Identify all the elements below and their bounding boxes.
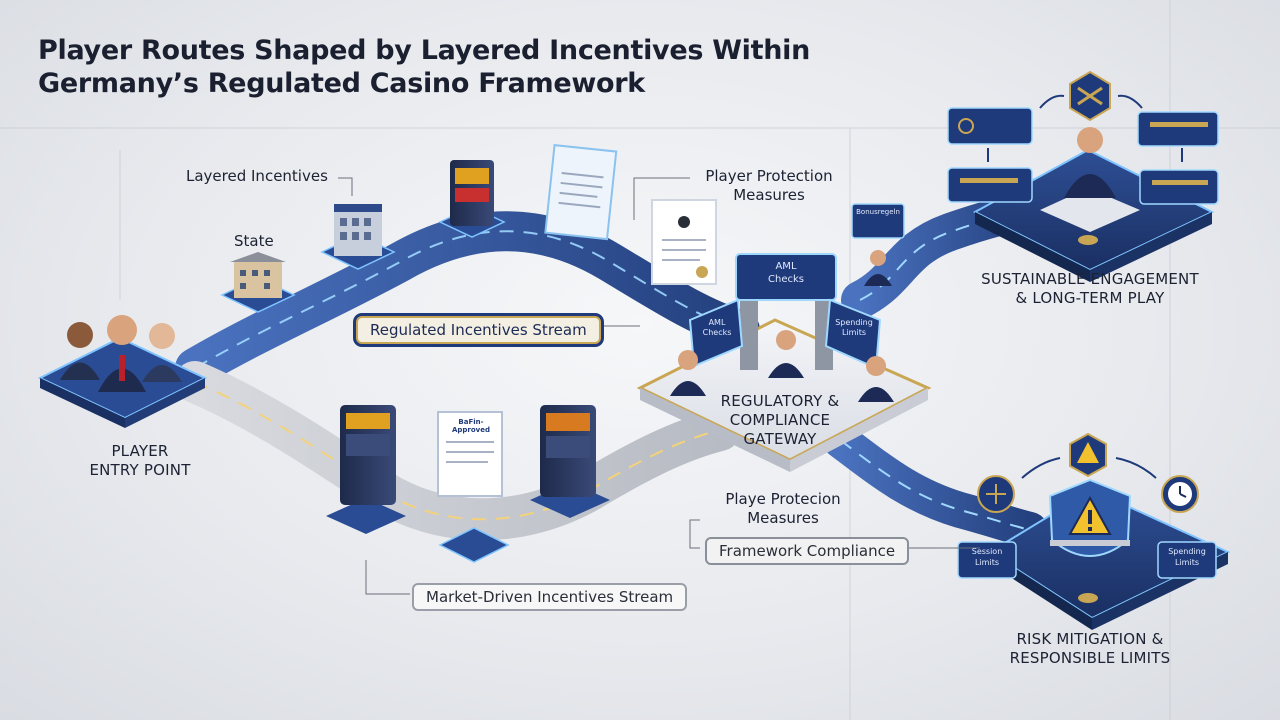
risk-line-1: RISK MITIGATION &	[1016, 630, 1164, 648]
risk-right-line-1: Spending	[1168, 547, 1206, 556]
label-sustainable-engagement: SUSTAINABLE ENGAGEMENT & LONG-TERM PLAY	[960, 270, 1220, 308]
sustainable-line-2: & LONG-TERM PLAY	[1015, 289, 1165, 307]
gateway-platform	[636, 253, 932, 472]
pill-framework-compliance: Framework Compliance	[705, 537, 910, 565]
gateway-sign-line-2: Checks	[768, 274, 804, 285]
label-gateway: REGULATORY & COMPLIANCE GATEWAY	[700, 392, 860, 449]
market-road	[174, 361, 741, 541]
cycle-arrows-bottom	[1021, 457, 1157, 479]
shield-warning-icon	[1048, 478, 1132, 557]
pill-regulated-stream: Regulated Incentives Stream	[356, 316, 601, 344]
certificate-icon-right	[651, 199, 717, 285]
risk-left-line-1: Session	[971, 547, 1003, 556]
player-entry-line-2: ENTRY POINT	[89, 461, 191, 479]
left-panel-sign: AML Checks	[696, 318, 738, 338]
risk-cards	[957, 541, 1217, 579]
risk-left-card: Session Limits	[958, 546, 1016, 568]
playe-protecion-line-1: Playe Protecion	[725, 490, 841, 508]
gateway-sign: AML Checks	[742, 260, 830, 286]
gateway-line-1: REGULATORY &	[720, 392, 840, 410]
slot-machine-icon-top	[438, 160, 506, 238]
gateway-sign-line-1: AML	[775, 261, 797, 272]
label-player-protection: Player Protection Measures	[694, 167, 844, 205]
label-state: State	[234, 232, 274, 250]
pill-market-stream: Market-Driven Incentives Stream	[412, 583, 688, 611]
label-player-entry-point: PLAYER ENTRY POINT	[60, 442, 220, 480]
risk-line-2: RESPONSIBLE LIMITS	[1009, 649, 1171, 667]
page-title: Player Routes Shaped by Layered Incentiv…	[38, 34, 818, 100]
gateway-line-2: COMPLIANCE	[729, 411, 831, 429]
slot-machine-icon-lower-left	[326, 405, 406, 534]
scales-icon	[1069, 70, 1111, 122]
title-line-2: Germany’s Regulated Casino Framework	[38, 68, 645, 99]
playe-protecion-line-2: Measures	[747, 509, 819, 527]
title-line-1: Player Routes Shaped by Layered Incentiv…	[38, 35, 811, 66]
gateway-line-3: GATEWAY	[743, 430, 817, 448]
left-panel-line-1: AML	[708, 318, 726, 327]
office-building-icon	[320, 204, 396, 270]
right-panel-line-2: Limits	[842, 328, 866, 337]
certificate-icon-top	[544, 143, 618, 241]
warning-icon	[1069, 432, 1107, 478]
state-building-icon	[220, 252, 296, 313]
label-risk-mitigation: RISK MITIGATION & RESPONSIBLE LIMITS	[990, 630, 1190, 668]
label-leaders	[338, 177, 980, 595]
left-panel-line-2: Checks	[702, 328, 732, 337]
player-entry-platform	[37, 315, 208, 428]
sustainable-platform	[972, 127, 1215, 282]
player-protection-line-1: Player Protection	[705, 167, 833, 185]
right-panel-sign: Spending Limits	[832, 318, 876, 338]
bonus-sign-text: Bonusregeln	[856, 208, 900, 216]
risk-right-card: Spending Limits	[1158, 546, 1216, 568]
approval-card-title: BaFin-Approved	[451, 418, 491, 434]
slot-machine-icon-lower-right	[530, 405, 610, 518]
player-figures	[60, 315, 182, 392]
info-cards-top	[947, 107, 1219, 205]
clock-icon	[1161, 475, 1199, 513]
label-playe-protecion: Playe Protecion Measures	[708, 490, 858, 528]
right-panel-line-1: Spending	[835, 318, 873, 327]
risk-right-line-2: Limits	[1175, 558, 1199, 567]
cycle-arrows-top	[987, 94, 1183, 162]
player-entry-line-1: PLAYER	[111, 442, 169, 460]
label-layered-incentives: Layered Incentives	[186, 167, 328, 185]
sustainable-line-1: SUSTAINABLE ENGAGEMENT	[981, 270, 1199, 288]
risk-left-line-2: Limits	[975, 558, 999, 567]
scales-circle-icon	[977, 475, 1015, 513]
approval-card-icon	[437, 411, 510, 563]
player-protection-line-2: Measures	[733, 186, 805, 204]
bonus-sign	[851, 203, 905, 286]
